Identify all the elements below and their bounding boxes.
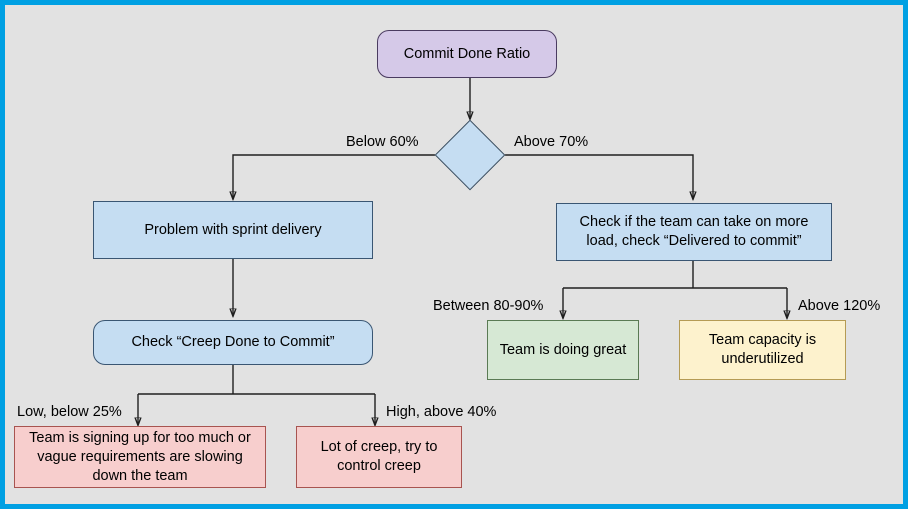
edge-label-between-80-90: Between 80-90% bbox=[433, 298, 544, 314]
node-label: Lot of creep, try to control creep bbox=[320, 439, 438, 474]
node-label: Commit Done Ratio bbox=[403, 45, 531, 62]
edge-label-above-120: Above 120% bbox=[798, 298, 881, 314]
node-check-creep-done-to-commit[interactable]: Check “Creep Done to Commit” bbox=[93, 320, 373, 365]
edge-decision-to-problem bbox=[233, 154, 435, 199]
node-problem-with-sprint-delivery[interactable]: Problem with sprint delivery bbox=[93, 201, 373, 259]
edge-label-low-below-25: Low, below 25% bbox=[17, 404, 122, 420]
node-label: Check if the team can take on more load,… bbox=[579, 214, 809, 249]
edge-label-high-above-40: High, above 40% bbox=[386, 404, 497, 420]
node-label: Team is signing up for too much or vague… bbox=[29, 429, 251, 484]
edge-label-above-70: Above 70% bbox=[514, 134, 589, 150]
node-check-if-team-can-take-more-load[interactable]: Check if the team can take on more load,… bbox=[556, 203, 832, 261]
node-label: Problem with sprint delivery bbox=[144, 221, 322, 238]
edge-label-below-60: Below 60% bbox=[346, 134, 419, 150]
node-team-is-signing-up[interactable]: Team is signing up for too much or vague… bbox=[14, 426, 266, 488]
node-label: Team capacity is underutilized bbox=[708, 332, 817, 367]
node-team-is-doing-great[interactable]: Team is doing great bbox=[487, 320, 639, 380]
node-label: Check “Creep Done to Commit” bbox=[131, 334, 335, 350]
node-commit-done-ratio[interactable]: Commit Done Ratio bbox=[377, 30, 557, 78]
connector-layer bbox=[5, 78, 903, 504]
edge-decision-to-capacity bbox=[505, 154, 693, 199]
node-label: Team is doing great bbox=[499, 341, 627, 358]
node-team-capacity-underutilized[interactable]: Team capacity is underutilized bbox=[679, 320, 846, 380]
node-lot-of-creep[interactable]: Lot of creep, try to control creep bbox=[296, 426, 462, 488]
